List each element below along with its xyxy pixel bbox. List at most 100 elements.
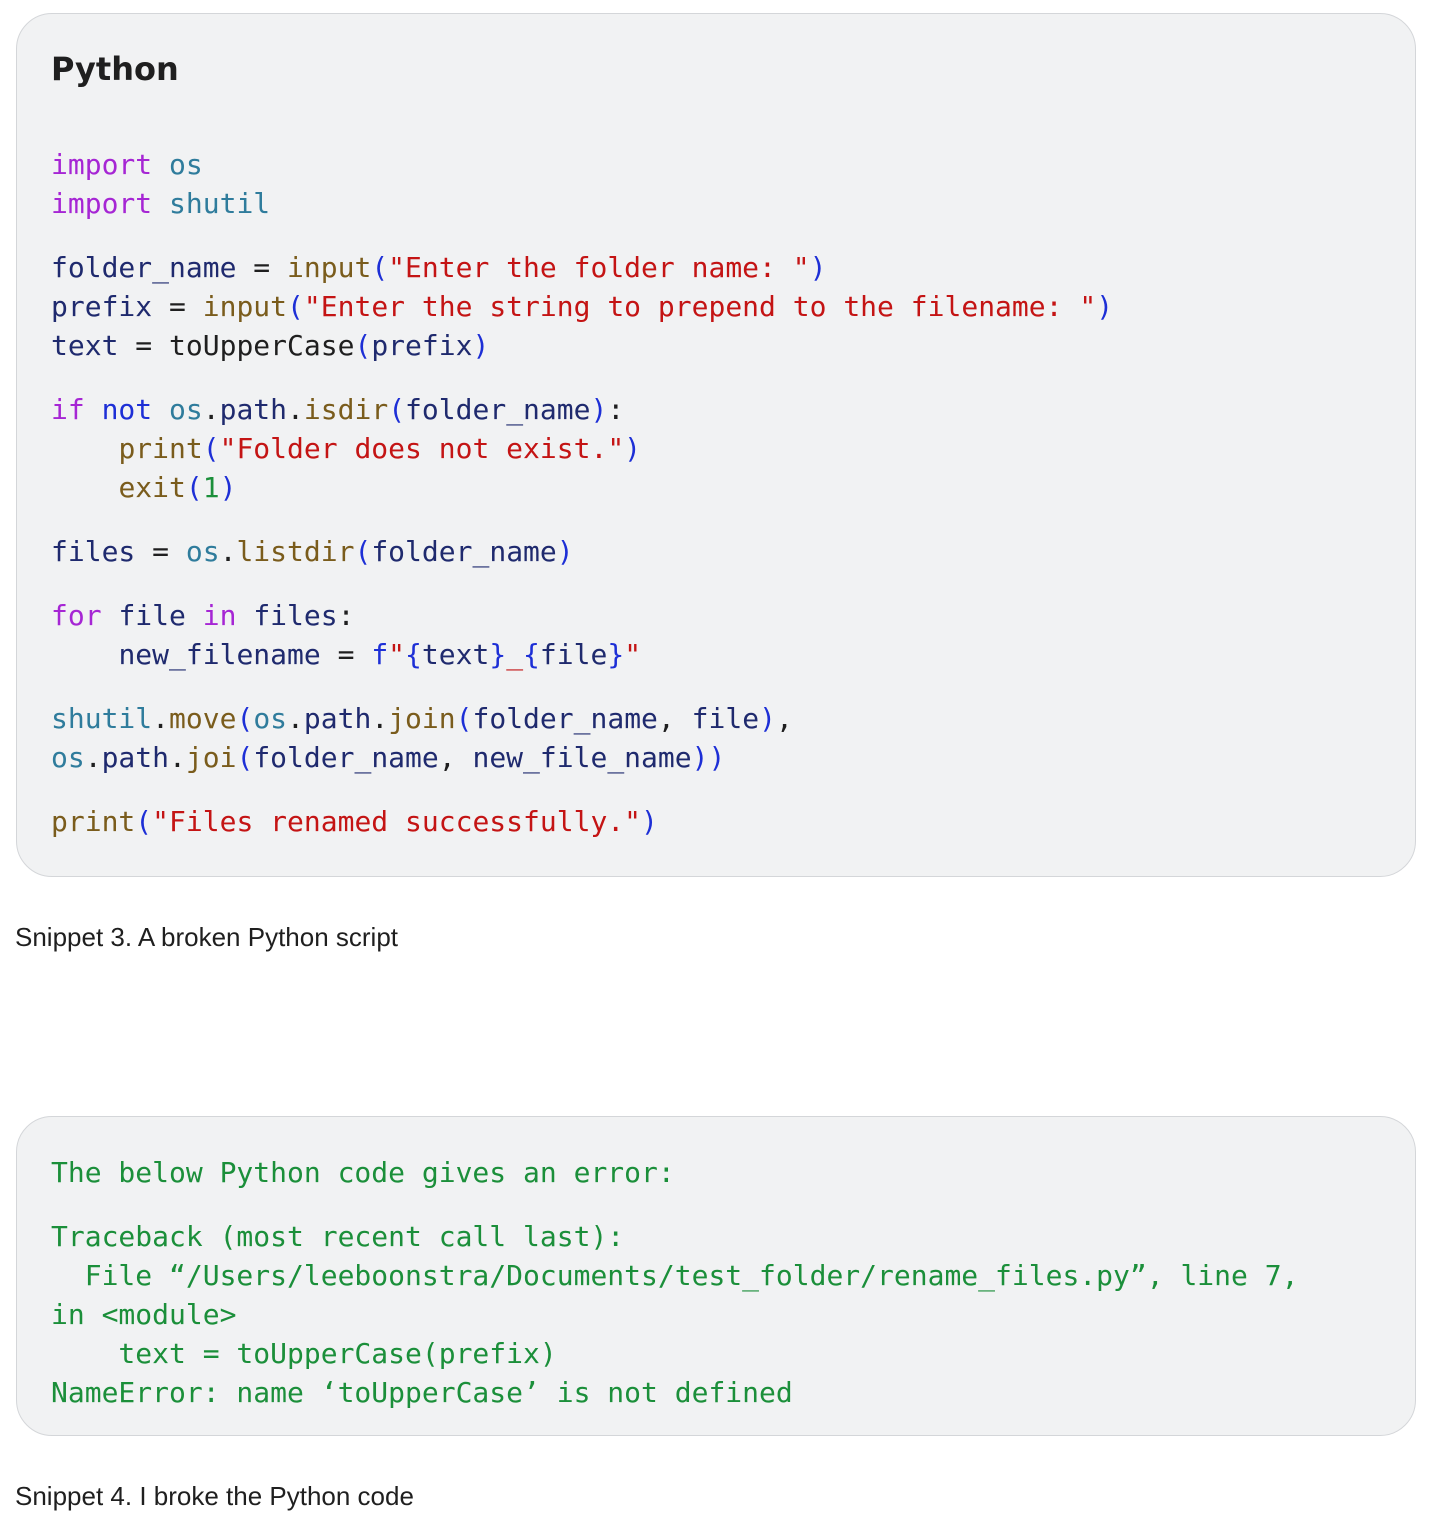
blank-line bbox=[51, 223, 1113, 248]
code-token-operator: . bbox=[169, 741, 186, 774]
code-token-paren: not bbox=[101, 393, 153, 426]
code-token-builtin: join bbox=[388, 702, 456, 735]
code-line: text = toUpperCase(prefix) bbox=[51, 1334, 1298, 1373]
code-token-paren: ( bbox=[135, 805, 153, 838]
code-token-identifier: file bbox=[691, 702, 760, 735]
code-token-paren: { bbox=[523, 638, 540, 671]
code-line: if not os.path.isdir(folder_name): bbox=[51, 390, 1113, 429]
code-token-paren: ( bbox=[371, 251, 389, 284]
code-token-keyword: if bbox=[51, 393, 85, 426]
code-token-operator bbox=[152, 187, 169, 220]
code-line: os.path.joi(folder_name, new_file_name)) bbox=[51, 738, 1113, 777]
code-token-paren: ) bbox=[556, 535, 574, 568]
code-token-builtin: listdir bbox=[236, 535, 355, 568]
code-token-builtin: input bbox=[287, 251, 372, 284]
code-token-paren: ( bbox=[185, 471, 203, 504]
code-line: exit(1) bbox=[51, 468, 1113, 507]
code-token-identifier: new_file_name bbox=[472, 741, 692, 774]
code-token-identifier: folder_name bbox=[51, 251, 237, 284]
code-token-module: os bbox=[185, 535, 220, 568]
code-token-paren: ) bbox=[219, 471, 237, 504]
code-block-snippet-4: The below Python code gives an error: Tra… bbox=[16, 1116, 1416, 1436]
code-token-identifier: path bbox=[303, 702, 372, 735]
code-token-output: Traceback (most recent call last): bbox=[51, 1220, 625, 1253]
code-token-identifier: path bbox=[101, 741, 170, 774]
code-token-paren: ) bbox=[472, 329, 490, 362]
code-line: print("Folder does not exist.") bbox=[51, 429, 1113, 468]
code-token-operator: : bbox=[607, 393, 625, 426]
code-token-operator: . bbox=[287, 702, 304, 735]
code-token-operator bbox=[51, 638, 118, 671]
code-token-module: os bbox=[169, 393, 203, 426]
code-token-operator: , bbox=[657, 702, 692, 735]
code-token-paren: ( bbox=[236, 741, 254, 774]
code-language-label: Python bbox=[51, 50, 179, 88]
code-token-output: in <module> bbox=[51, 1298, 237, 1331]
snippet-3-caption: Snippet 3. A broken Python script bbox=[15, 922, 399, 952]
code-token-module: os bbox=[169, 148, 203, 181]
code-line: The below Python code gives an error: bbox=[51, 1153, 1298, 1192]
code-token-identifier: new_filename bbox=[118, 638, 321, 671]
code-line: prefix = input("Enter the string to prep… bbox=[51, 287, 1113, 326]
code-token-paren: ) bbox=[624, 432, 642, 465]
code-token-string: " bbox=[388, 638, 406, 671]
code-token-operator: . bbox=[219, 535, 237, 568]
code-token-keyword: in bbox=[202, 599, 237, 632]
code-token-output: 1 bbox=[202, 471, 220, 504]
code-token-string: "Enter the folder name: " bbox=[388, 251, 810, 284]
blank-line bbox=[51, 571, 1113, 596]
code-line: Traceback (most recent call last): bbox=[51, 1217, 1298, 1256]
code-token-output: The below Python code gives an error: bbox=[51, 1156, 675, 1189]
code-token-identifier: text bbox=[421, 638, 490, 671]
code-line: print("Files renamed successfully.") bbox=[51, 802, 1113, 841]
code-token-identifier: file bbox=[118, 599, 186, 632]
code-line: files = os.listdir(folder_name) bbox=[51, 532, 1113, 571]
code-token-paren: { bbox=[405, 638, 422, 671]
snippet-4-caption: Snippet 4. I broke the Python code bbox=[15, 1481, 414, 1511]
code-token-paren: ( bbox=[455, 702, 473, 735]
code-token-identifier: prefix bbox=[51, 290, 153, 323]
code-token-builtin: exit bbox=[118, 471, 186, 504]
code-token-paren: ( bbox=[236, 702, 254, 735]
code-token-operator bbox=[152, 148, 169, 181]
code-token-paren: ( bbox=[388, 393, 406, 426]
code-token-output: text = toUpperCase(prefix) bbox=[51, 1337, 557, 1370]
code-token-keyword: import bbox=[51, 187, 153, 220]
code-token-operator bbox=[186, 599, 203, 632]
code-token-module: os bbox=[253, 702, 288, 735]
code-token-string: "Folder does not exist." bbox=[219, 432, 625, 465]
code-token-paren: ( bbox=[202, 432, 220, 465]
blank-line bbox=[51, 777, 1113, 802]
blank-line bbox=[51, 507, 1113, 532]
code-token-identifier: folder_name bbox=[371, 535, 557, 568]
code-token-identifier: file bbox=[539, 638, 608, 671]
code-token-string: "Files renamed successfully." bbox=[152, 805, 642, 838]
code-token-paren: ) bbox=[809, 251, 827, 284]
code-token-operator: . bbox=[202, 393, 220, 426]
code-token-operator bbox=[102, 599, 119, 632]
code-token-paren: ( bbox=[354, 329, 372, 362]
code-token-builtin: joi bbox=[185, 741, 237, 774]
code-line: File “/Users/leeboonstra/Documents/test_… bbox=[51, 1256, 1299, 1295]
code-token-paren: ) bbox=[759, 702, 776, 735]
blank-line bbox=[51, 365, 1113, 390]
code-line: NameError: name ‘toUpperCase’ is not def… bbox=[51, 1373, 1298, 1412]
code-token-operator: . bbox=[84, 741, 102, 774]
code-token-string: "Enter the string to prepend to the file… bbox=[303, 290, 1097, 323]
code-token-operator: = toUpperCase bbox=[118, 329, 355, 362]
code-token-identifier: folder_name bbox=[405, 393, 591, 426]
code-token-paren: ( bbox=[287, 290, 304, 323]
code-token-identifier: files bbox=[51, 535, 136, 568]
code-line: text = toUpperCase(prefix) bbox=[51, 326, 1113, 365]
code-token-keyword: for bbox=[51, 599, 102, 632]
code-token-paren: ) bbox=[590, 393, 608, 426]
code-token-operator: , bbox=[775, 702, 793, 735]
code-token-operator bbox=[51, 432, 118, 465]
code-token-identifier: files bbox=[253, 599, 338, 632]
error-output: The below Python code gives an error: Tra… bbox=[51, 1153, 1298, 1412]
code-token-operator bbox=[51, 471, 118, 504]
code-line: in <module> bbox=[51, 1295, 1298, 1334]
code-token-paren: } bbox=[607, 638, 625, 671]
code-token-paren: ) bbox=[1096, 290, 1114, 323]
code-token-paren: ) bbox=[641, 805, 658, 838]
